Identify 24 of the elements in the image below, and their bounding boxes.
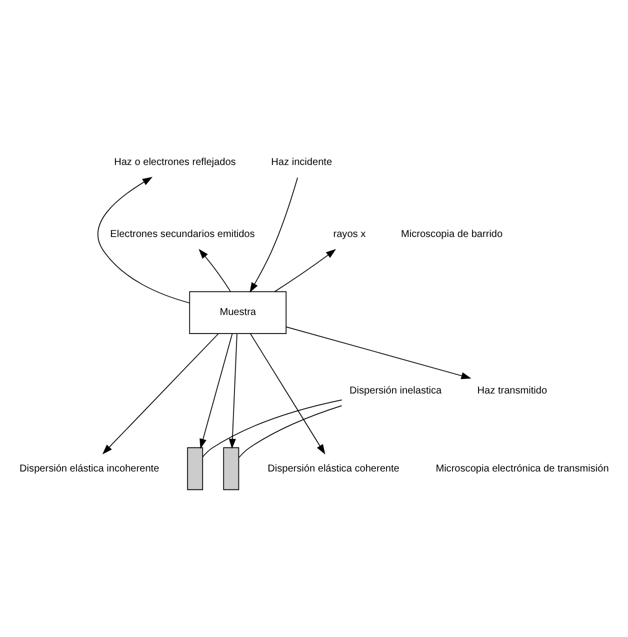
node-text: Haz o electrones reflejados [114, 157, 236, 168]
node-text: Dispersión inelastica [350, 385, 442, 396]
node-text: Haz incidente [271, 157, 332, 168]
connector [202, 399, 342, 458]
node-text: Haz transmitido [477, 385, 548, 396]
node-bar [187, 447, 204, 490]
arrow [200, 333, 233, 449]
arrow [250, 177, 298, 293]
connector [238, 405, 342, 458]
arrow [102, 333, 219, 454]
arrow [98, 176, 190, 304]
arrow [250, 333, 326, 454]
node-text: Electrones secundarios emitidos [110, 229, 255, 240]
node-text: rayos x [333, 229, 366, 240]
label: Microscopia electrónica de transmisión [436, 463, 609, 474]
node-text: Dispersión elástica coherente [268, 463, 400, 474]
node-text: Dispersión elástica incoherente [20, 463, 160, 474]
arrow [228, 333, 238, 449]
node-box: Muestra [189, 291, 287, 334]
arrow [286, 326, 472, 380]
node-bar [223, 447, 240, 490]
arrow [274, 249, 336, 292]
arrow [198, 248, 231, 292]
label: Microscopia de barrido [400, 229, 503, 240]
